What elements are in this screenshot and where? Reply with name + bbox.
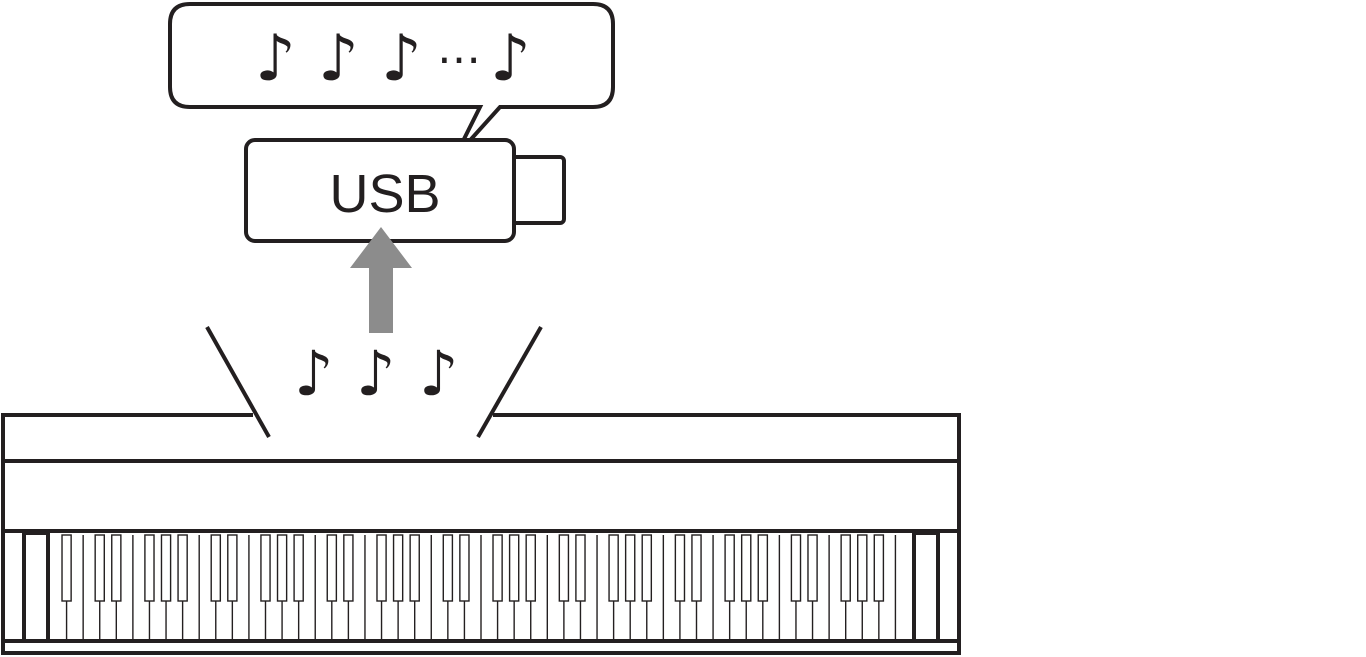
sound-line-left (205, 326, 271, 438)
black-key (227, 534, 238, 602)
black-key (392, 534, 404, 602)
sound-note-2: ♪ (356, 337, 396, 410)
black-key (525, 534, 536, 602)
piano-keybed (1, 529, 961, 655)
black-key (492, 534, 503, 602)
bubble-ellipsis: … (437, 23, 481, 74)
black-key (210, 534, 222, 602)
black-key (624, 534, 636, 602)
black-key (840, 534, 851, 602)
bubble-note-2: ♪ (318, 22, 359, 96)
usb-connector (510, 155, 566, 225)
black-key (326, 534, 338, 602)
black-key (442, 534, 454, 602)
piano-left-cheek (22, 531, 50, 643)
black-key (160, 534, 172, 602)
black-key (459, 534, 470, 602)
bubble-note-4: ♪ (490, 22, 531, 96)
black-key (94, 534, 105, 602)
black-key (177, 534, 188, 602)
black-key (293, 534, 304, 602)
black-key (691, 534, 702, 602)
black-key (376, 534, 387, 602)
black-key (343, 534, 354, 602)
black-key (873, 534, 885, 602)
piano-top-panel (1, 413, 961, 461)
piano-keyboard (61, 534, 897, 640)
bubble-note-1: ♪ (255, 22, 296, 96)
black-key (276, 534, 288, 602)
usb-drive: USB (244, 138, 566, 243)
black-key (575, 534, 586, 602)
black-key (144, 534, 155, 602)
black-key (757, 534, 769, 602)
speech-bubble: ♪ ♪ ♪ … ♪ (168, 2, 615, 159)
black-key (61, 534, 72, 602)
black-key (608, 534, 619, 602)
black-key (508, 534, 520, 602)
black-key (558, 534, 570, 602)
up-arrow-icon (350, 227, 412, 333)
bubble-note-3: ♪ (381, 22, 422, 96)
sound-note-1: ♪ (294, 337, 334, 410)
piano-front-panel (1, 459, 961, 533)
black-key (409, 534, 420, 602)
speech-bubble-outline (168, 2, 615, 159)
black-key (807, 534, 818, 602)
black-key (740, 534, 752, 602)
black-key (674, 534, 686, 602)
sound-note-3: ♪ (419, 337, 459, 410)
piano-right-cheek (912, 531, 940, 643)
black-key (790, 534, 802, 602)
usb-label: USB (329, 164, 440, 224)
black-key (111, 534, 122, 602)
black-key (641, 534, 653, 602)
sound-line-right (476, 326, 543, 438)
black-key (724, 534, 735, 602)
black-key (260, 534, 271, 602)
black-key (857, 534, 868, 602)
digital-piano (1, 413, 961, 655)
